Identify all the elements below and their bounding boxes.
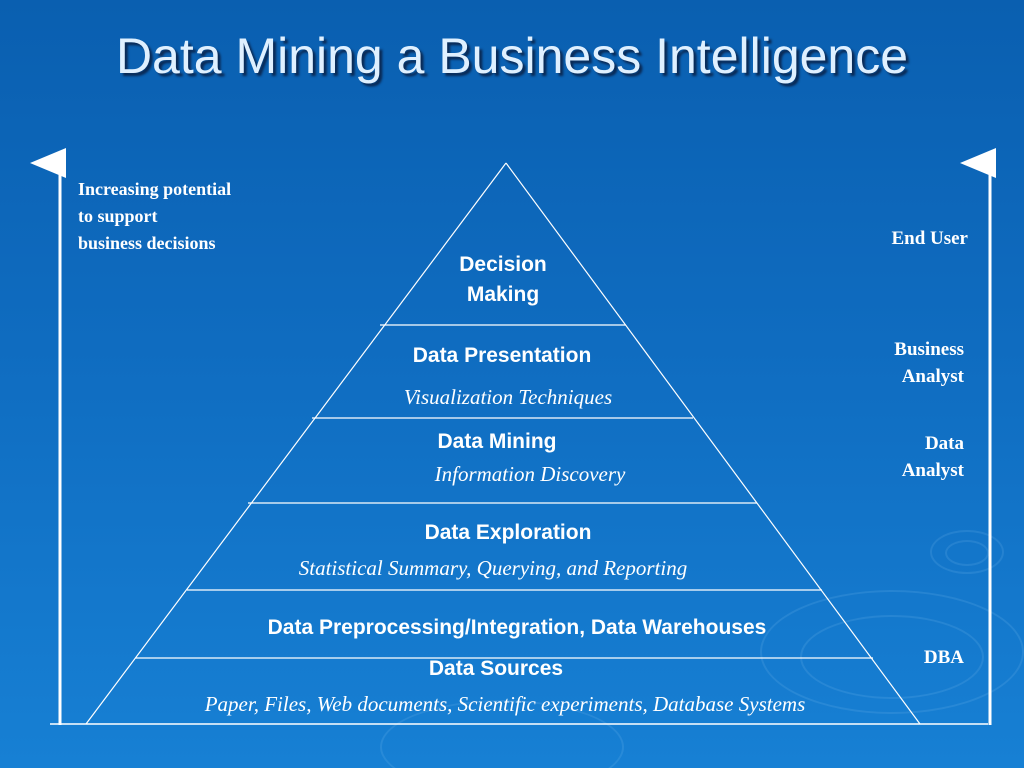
left-axis-label-line: business decisions xyxy=(78,233,216,253)
pyramid-left-edge xyxy=(85,162,507,725)
background-swirl xyxy=(800,615,984,699)
layer-name-data-sources: Data Sources xyxy=(428,657,564,680)
layer-name-data-presentation: Data Presentation xyxy=(412,344,592,367)
background-swirl xyxy=(945,540,989,566)
slide-title: Data Mining a Business Intelligence xyxy=(115,28,909,84)
layer-detail-data-exploration: Statistical Summary, Querying, and Repor… xyxy=(298,556,688,580)
left-axis-label: Increasing potential to support business… xyxy=(78,176,231,257)
layer-name-data-preprocessing: Data Preprocessing/Integration, Data War… xyxy=(267,616,767,639)
layer-detail-data-sources: Paper, Files, Web documents, Scientific … xyxy=(204,692,806,716)
role-data-analyst: Data Analyst xyxy=(850,430,964,484)
layer-detail-data-mining: Information Discovery xyxy=(434,462,626,486)
left-axis-label-line: Increasing potential xyxy=(78,179,232,199)
apex-label-line: Decision xyxy=(459,253,547,276)
role-data-analyst-line: Analyst xyxy=(901,460,964,481)
background-swirl xyxy=(930,530,1004,574)
layer-detail-data-presentation: Visualization Techniques xyxy=(403,385,613,409)
apex-label-line: Making xyxy=(466,283,540,306)
layer-name-data-mining: Data Mining xyxy=(437,430,557,453)
apex-label: Decision Making xyxy=(403,250,603,310)
role-data-analyst-line: Data xyxy=(924,433,964,454)
role-business-analyst: Business Analyst xyxy=(850,336,964,390)
role-business-analyst-line: Analyst xyxy=(901,366,964,387)
role-end-user: End User xyxy=(891,228,968,249)
role-dba: DBA xyxy=(923,647,964,668)
background-swirl xyxy=(760,590,1024,714)
layer-name-data-exploration: Data Exploration xyxy=(424,521,592,544)
left-axis-label-line: to support xyxy=(78,206,158,226)
role-business-analyst-line: Business xyxy=(894,339,964,360)
pyramid-right-edge xyxy=(505,162,921,725)
